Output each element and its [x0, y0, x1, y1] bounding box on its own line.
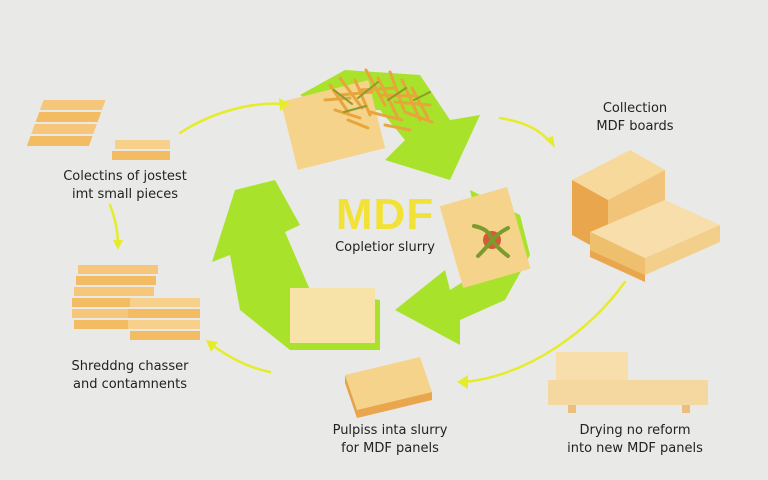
small-wood-stack — [26, 100, 170, 160]
step-label-shredding: Shreddng chasser and contamnents — [45, 358, 215, 394]
step-label-line1: Colectins of jostest — [63, 169, 187, 184]
flow-arrow-2 — [498, 116, 552, 144]
wood-chips — [280, 68, 434, 170]
step-label-mdf-boards: Collection MDF boards — [560, 100, 710, 136]
plank-stack — [72, 265, 200, 340]
center-panel — [290, 288, 375, 343]
step-label-line2: and contamnents — [72, 377, 187, 392]
mdf-boards — [572, 150, 720, 282]
step-label-line2: MDF boards — [596, 119, 674, 134]
center-subtitle: Copletior slurry — [335, 240, 435, 255]
step-label-pulping: Pulpiss inta slurry for MDF panels — [315, 422, 465, 458]
step-label-collection: Colectins of jostest imt small pieces — [30, 168, 220, 204]
slurry-sheet — [345, 357, 432, 418]
step-label-line1: Drying no reform — [579, 423, 691, 438]
step-label-line2: for MDF panels — [341, 441, 439, 456]
center-title: MDF — [335, 190, 435, 239]
step-label-line2: imt small pieces — [71, 187, 179, 202]
flow-arrow-3 — [108, 203, 120, 247]
step-label-drying: Drying no reform into new MDF panels — [540, 422, 730, 458]
flow-arrowheads — [113, 98, 555, 389]
step-label-line1: Collection — [602, 101, 668, 116]
step-label-line1: Pulpiss inta slurry — [332, 423, 448, 438]
step-label-line1: Shreddng chasser — [71, 359, 189, 374]
slurry-card — [439, 186, 531, 288]
new-panels — [548, 352, 708, 413]
flow-arrow-4 — [463, 280, 627, 384]
flow-arrow-1 — [178, 102, 284, 135]
flow-arrow-5 — [210, 343, 272, 374]
step-label-line2: into new MDF panels — [567, 441, 703, 456]
